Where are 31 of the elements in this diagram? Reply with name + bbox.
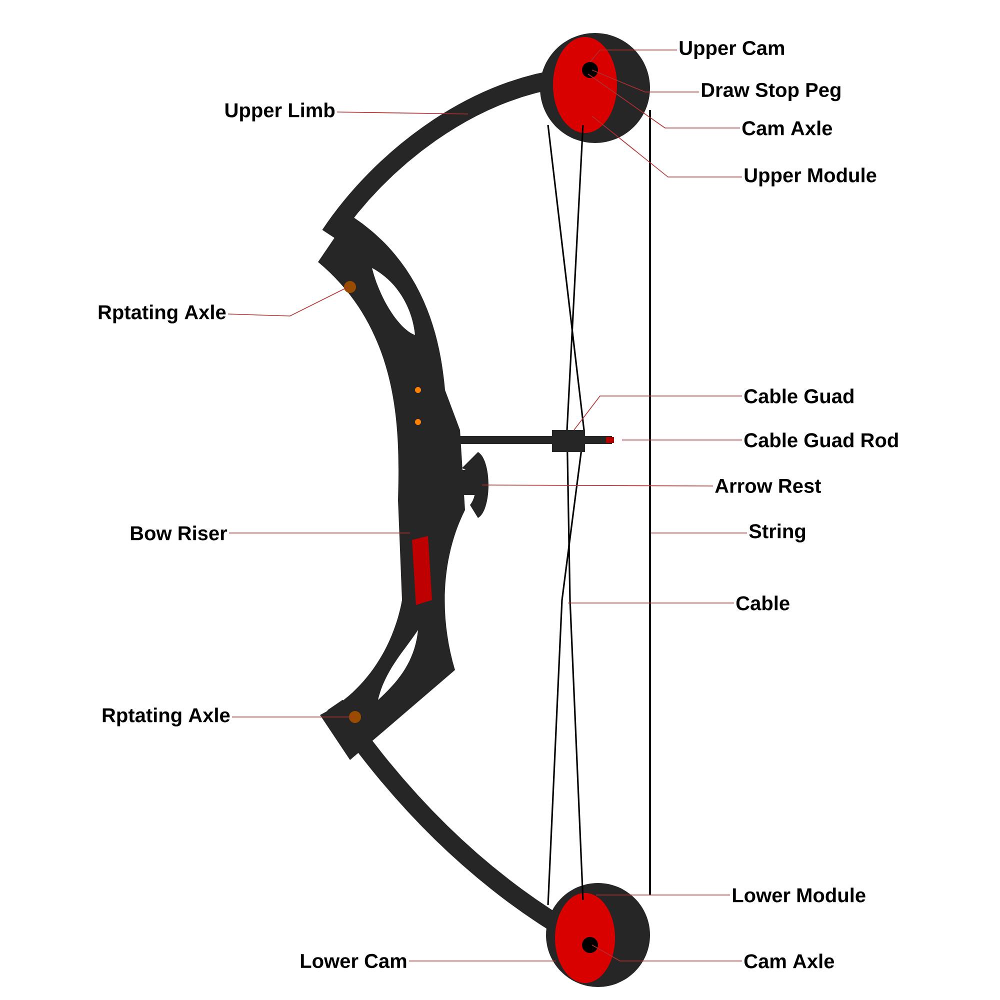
leader-line [592, 70, 700, 92]
leader-line [574, 396, 742, 430]
leader-line [232, 716, 356, 718]
leader-line [228, 286, 348, 316]
part-label: Cable [736, 596, 790, 610]
part-label: Cable Guad Rod [744, 432, 898, 448]
part-label: Upper Cam [680, 40, 784, 60]
part-label: Arrow Rest [715, 479, 822, 493]
part-label: Cam Axle [742, 120, 832, 136]
leader-line [588, 74, 740, 128]
leader-line [592, 944, 742, 962]
leader-line [228, 532, 410, 534]
part-label: Lower Module [732, 888, 866, 902]
leader-line [590, 50, 678, 62]
part-label: Upper Limb [225, 102, 335, 122]
part-label: String [749, 524, 806, 542]
leader-line [596, 894, 730, 896]
part-label: Rptating Axle [98, 304, 226, 324]
part-label: Cam Axle [744, 954, 834, 968]
leader-line [336, 112, 468, 114]
part-label: Draw Stop Peg [702, 82, 840, 102]
leader-line [568, 602, 734, 604]
leader-line [650, 532, 748, 534]
part-label: Rptating Axle [102, 708, 230, 726]
part-label: Upper Module [744, 168, 876, 186]
part-label: Bow Riser [130, 526, 228, 540]
leader-line [592, 116, 742, 178]
part-label: Cable Guad [744, 388, 854, 404]
part-label: Lower Cam [300, 954, 406, 968]
leader-line [482, 484, 714, 486]
leader-line [408, 960, 556, 962]
